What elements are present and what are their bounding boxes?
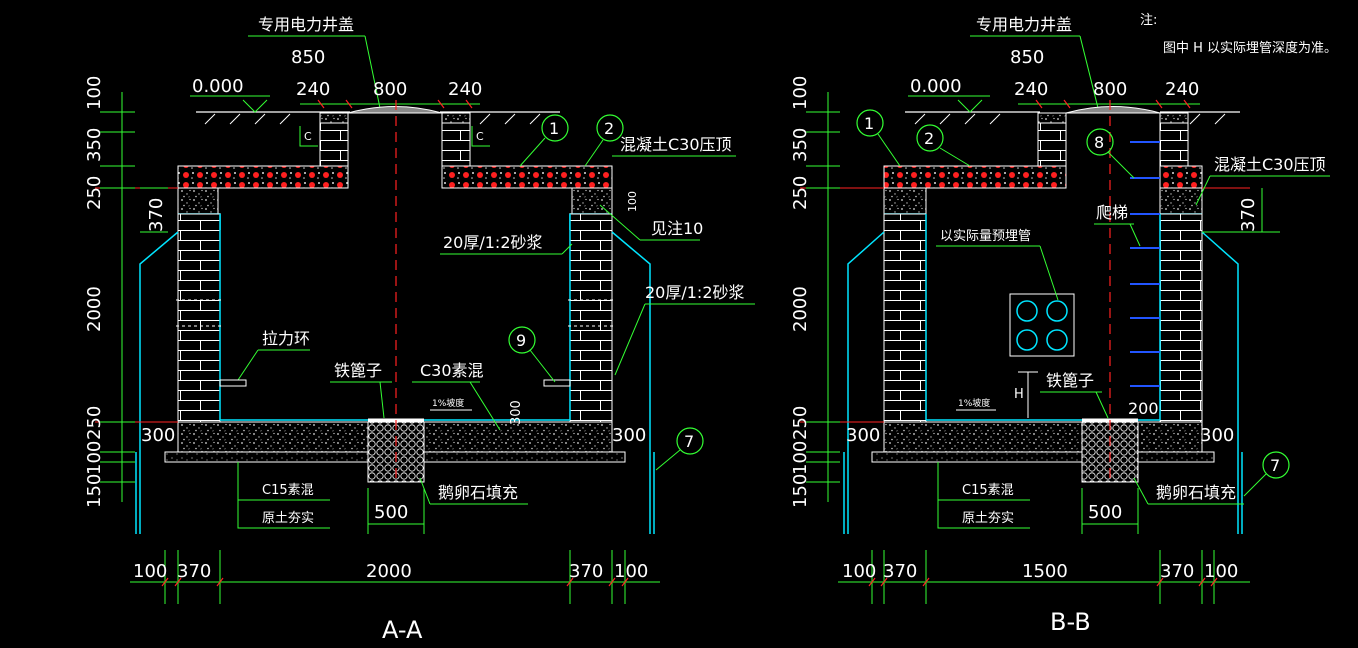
b-left-dim-1: 100 [790,76,811,110]
b-marker-2: 2 [924,129,934,148]
b-left-dim-2: 350 [790,128,811,162]
a-mortar-inner: 20厚/1:2砂浆 [443,233,543,252]
b-left-dim-7: 150 [790,474,811,508]
section-b-b: 0.000 专用电力井盖 850 240 800 240 [790,15,1330,636]
b-bottom-dim-3: 1500 [1022,561,1068,582]
b-marker-7: 7 [1270,456,1280,475]
b-c15: C15素混 [962,483,1014,498]
a-marker-1: 1 [549,119,559,138]
b-h-label: H [1014,387,1024,402]
b-compact: 原土夯实 [962,511,1014,526]
a-cover-label: 专用电力井盖 [258,15,354,34]
b-ladder: 爬梯 [1096,203,1128,222]
a-top-dim-1: 240 [296,79,330,100]
a-left-dim-1: 100 [84,76,105,110]
b-dim-370-right: 370 [1238,198,1259,232]
a-marker-2: 2 [604,119,614,138]
a-ground-level: 0.000 [192,76,244,97]
b-bottom-dim-2: 370 [883,561,917,582]
a-dim-300-inner: 300 [509,400,524,425]
a-bottom-dim-4: 370 [569,561,603,582]
b-top-dim-1: 240 [1014,79,1048,100]
a-concrete-top: 混凝土C30压顶 [620,135,732,154]
a-top-dim-3: 240 [448,79,482,100]
a-c15: C15素混 [262,483,314,498]
b-marker-8: 8 [1094,133,1104,152]
section-a-a: 0.000 专用电力井盖 850 240 800 240 C C [84,15,755,644]
b-side-300-right: 300 [1200,425,1234,446]
b-cobble: 鹅卵石填充 [1156,483,1236,502]
a-bottom-dim-3: 2000 [366,561,412,582]
a-bottom-dim-2: 370 [177,561,211,582]
a-side-300-right: 300 [612,425,646,446]
b-iron-grate: 铁篦子 [1046,371,1094,390]
a-left-dim-3: 250 [84,176,105,210]
a-c30-plain: C30素混 [420,361,484,380]
a-dim-100-right: 100 [626,191,639,212]
a-pull-ring: 拉力环 [262,329,310,348]
b-cover-label: 专用电力井盖 [976,15,1072,34]
b-bottom-dim-4: 370 [1160,561,1194,582]
b-title: B-B [1050,608,1091,636]
a-see-note: 见注10 [651,219,703,238]
b-concrete-top: 混凝土C30压顶 [1214,155,1326,174]
b-dim-500: 500 [1088,502,1122,523]
b-ground-level: 0.000 [910,76,962,97]
a-left-dim-5: 2000 [84,286,105,332]
b-left-dim-4: 2000 [790,286,811,332]
b-pipe-note: 以实际量预埋管 [940,229,1031,244]
note-text: 图中 H 以实际埋管深度为准。 [1163,40,1337,56]
a-iron-grate: 铁篦子 [334,361,382,380]
a-title: A-A [382,616,423,644]
a-bottom-dim-1: 100 [133,561,167,582]
b-top-dim-2: 800 [1093,79,1127,100]
b-left-dim-5: 250 [790,406,811,440]
a-cover-width: 850 [291,47,325,68]
a-left-dim-7: 100 [84,441,105,475]
a-side-300-left: 300 [141,425,175,446]
a-left-dim-8: 150 [84,474,105,508]
b-slope: 1%坡度 [958,397,990,409]
a-dim-500: 500 [374,502,408,523]
a-marker-9: 9 [516,331,526,350]
b-cover-width: 850 [1010,47,1044,68]
a-slope: 1%坡度 [432,397,464,409]
a-marker-7: 7 [684,432,694,451]
b-side-300-left: 300 [846,425,880,446]
b-top-dim-3: 240 [1165,79,1199,100]
b-dim-200: 200 [1128,399,1159,418]
a-left-dim-2: 350 [84,128,105,162]
note-heading: 注: [1140,13,1157,28]
a-left-dim-6: 250 [84,406,105,440]
a-top-dim-2: 800 [373,79,407,100]
b-left-dim-6: 100 [790,441,811,475]
b-left-dim-3: 250 [790,176,811,210]
a-c-mark-left: C [304,130,312,143]
a-mortar-outer: 20厚/1:2砂浆 [645,283,745,302]
a-cobble: 鹅卵石填充 [438,483,518,502]
a-bottom-dim-5: 100 [614,561,648,582]
b-bottom-dim-5: 100 [1204,561,1238,582]
b-marker-1: 1 [864,114,874,133]
a-c-mark-right: C [476,130,484,143]
a-compact: 原土夯实 [262,511,314,526]
b-bottom-dim-1: 100 [842,561,876,582]
a-left-dim-4: 370 [146,198,167,232]
